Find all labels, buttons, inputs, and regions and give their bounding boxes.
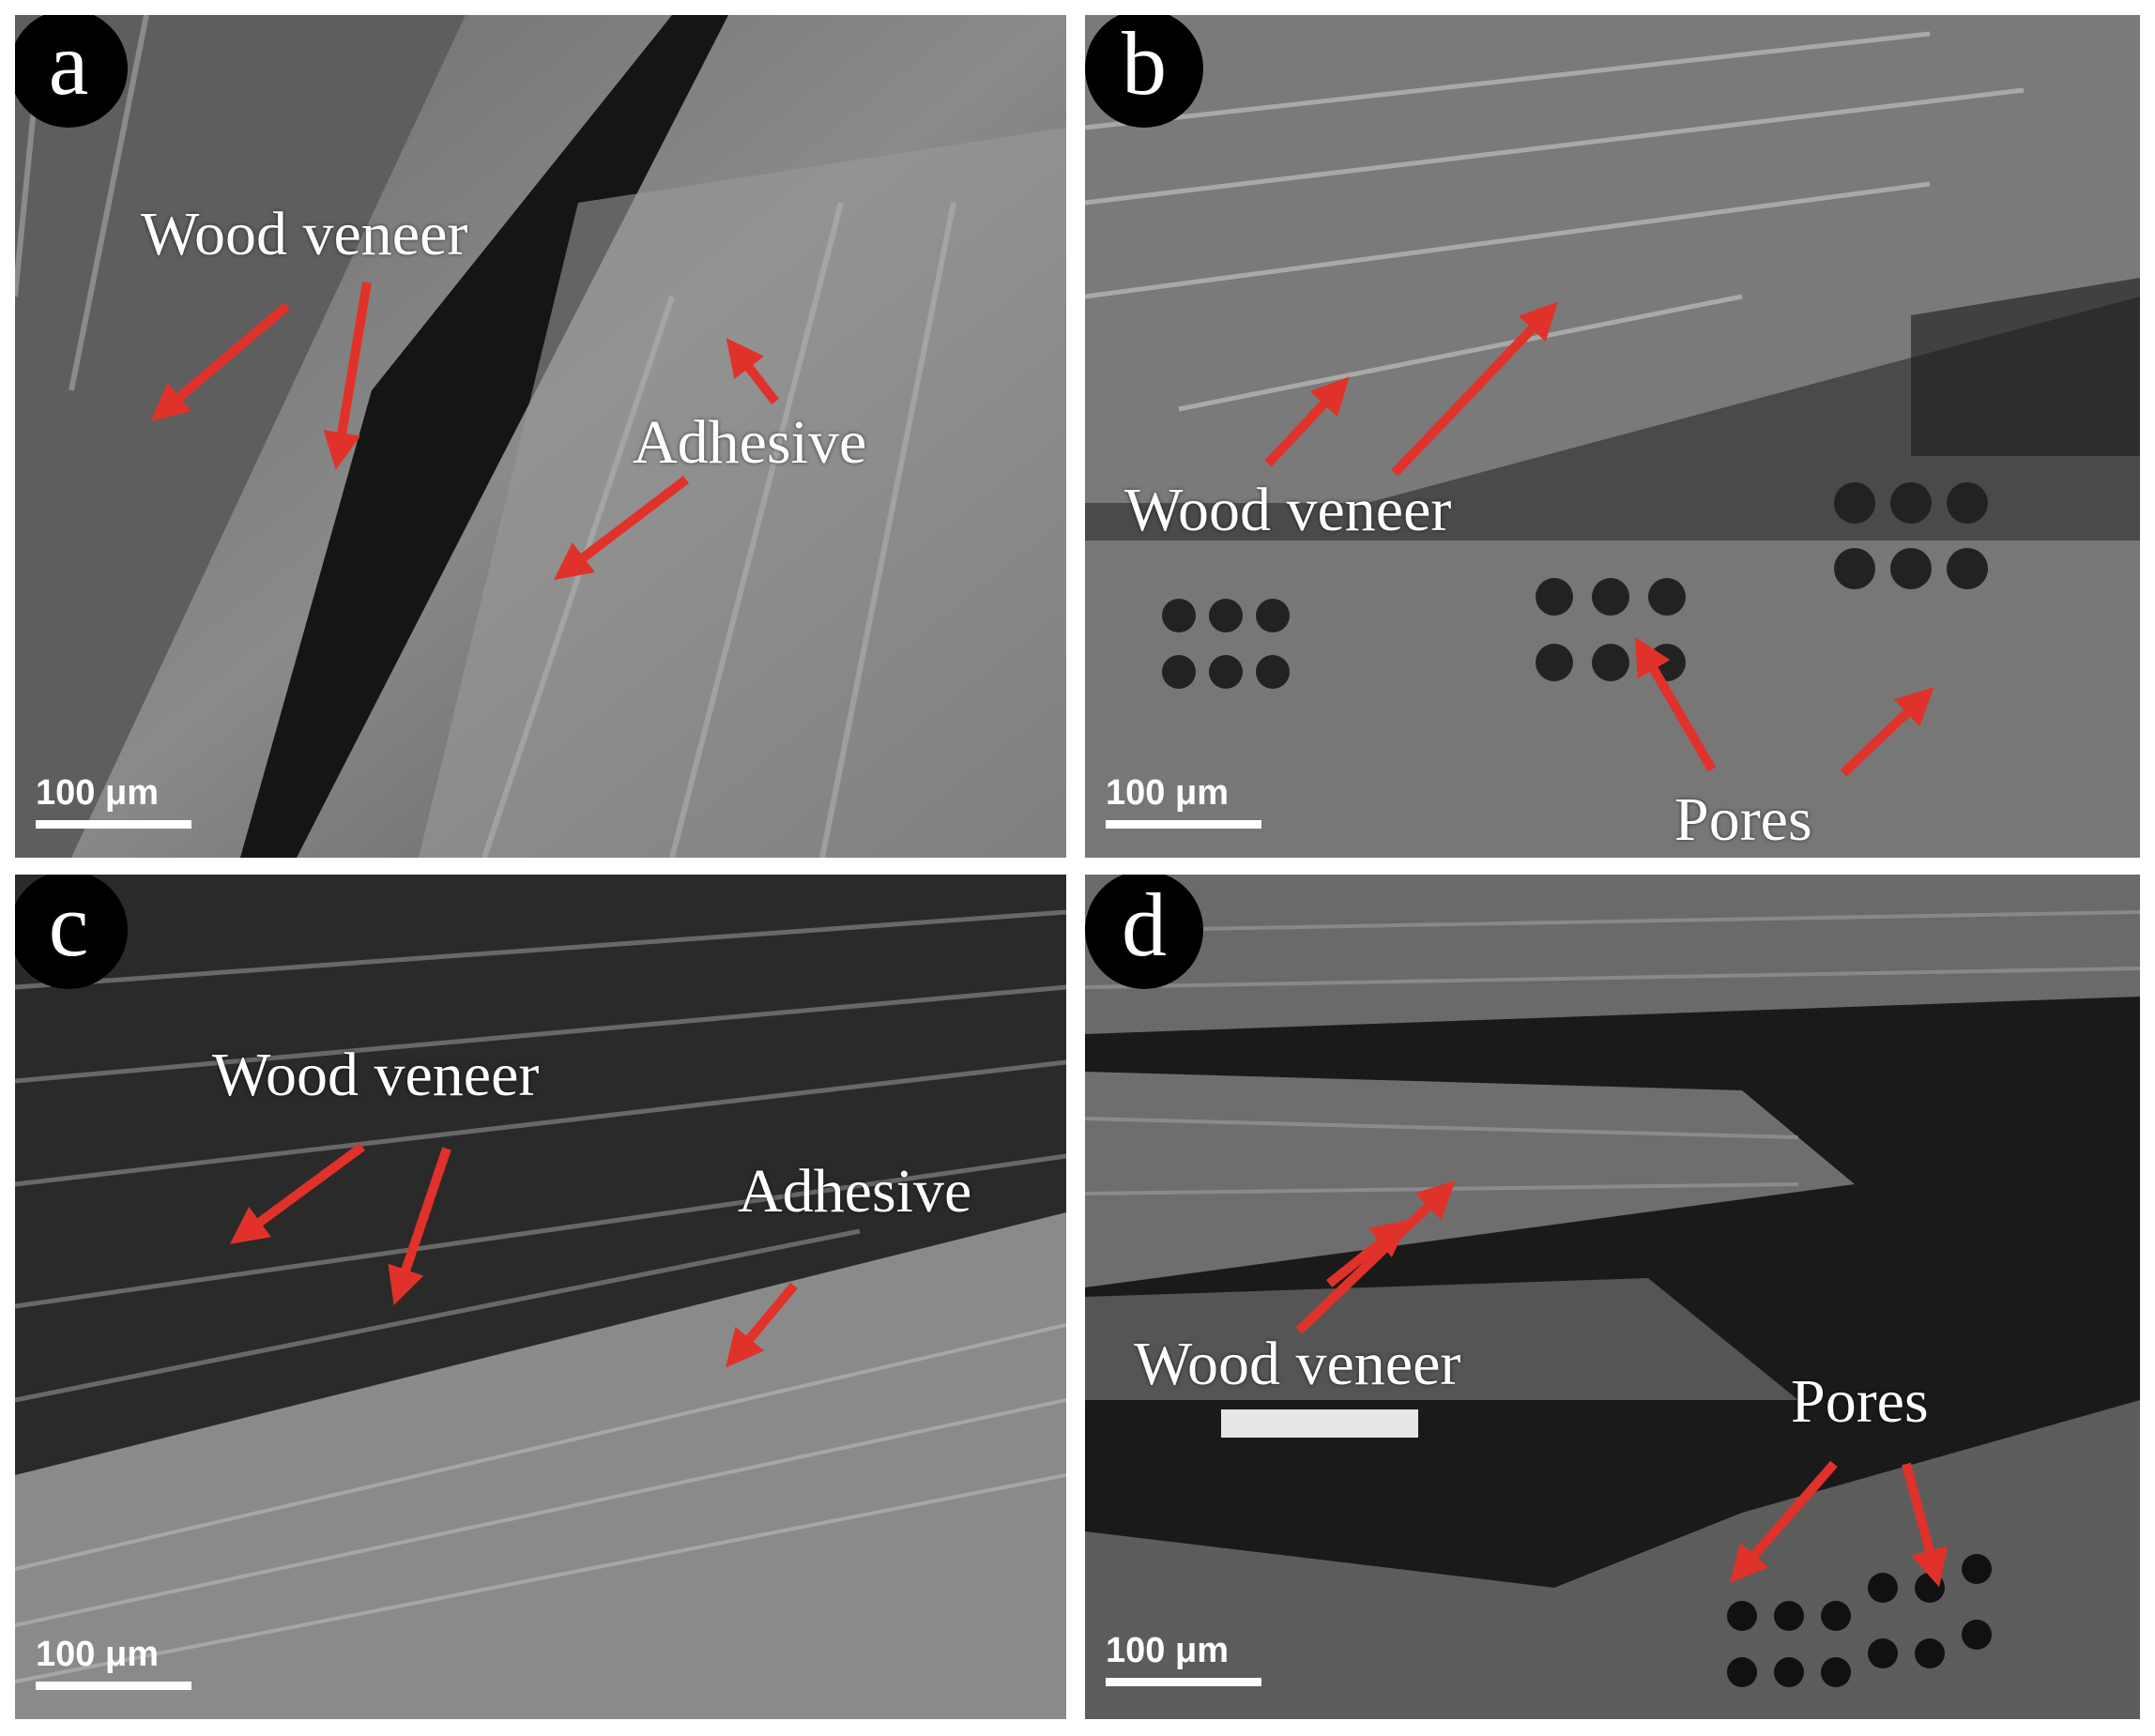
sem-image-d bbox=[1085, 875, 2140, 1719]
scale-bar-line bbox=[1106, 820, 1261, 829]
scale-bar: 100 μm bbox=[1106, 773, 1275, 831]
scale-bar-line bbox=[36, 820, 191, 829]
adhesive-label: Adhesive bbox=[738, 1157, 972, 1226]
wood-veneer-label: Wood veneer bbox=[1134, 1330, 1461, 1398]
scale-bar-label: 100 μm bbox=[1106, 773, 1229, 813]
sem-image-a bbox=[15, 15, 1066, 858]
scale-bar-label: 100 μm bbox=[36, 773, 159, 813]
sem-panel-b: b Wood veneer Pores 100 μm bbox=[1085, 15, 2140, 858]
adhesive-label: Adhesive bbox=[633, 408, 867, 477]
panel-label-a: a bbox=[15, 15, 128, 128]
scale-bar-label: 100 μm bbox=[36, 1635, 159, 1674]
scale-bar: 100 μm bbox=[1106, 1631, 1275, 1689]
scale-bar: 100 μm bbox=[36, 773, 205, 831]
scale-bar: 100 μm bbox=[36, 1635, 205, 1693]
pores-label: Pores bbox=[1674, 785, 1812, 854]
scale-bar-line bbox=[1106, 1678, 1261, 1686]
sem-image-b bbox=[1085, 15, 2140, 858]
wood-veneer-label: Wood veneer bbox=[141, 200, 468, 268]
sem-panel-d: d Wood veneer Pores 100 μm bbox=[1085, 875, 2140, 1719]
panel-label-b: b bbox=[1085, 15, 1203, 128]
pores-label: Pores bbox=[1791, 1367, 1929, 1436]
sem-image-c bbox=[15, 875, 1066, 1719]
wood-veneer-label: Wood veneer bbox=[212, 1041, 540, 1109]
wood-veneer-label: Wood veneer bbox=[1124, 476, 1452, 544]
panel-label-c: c bbox=[15, 875, 128, 989]
sem-panel-c: c Wood veneer Adhesive 100 μm bbox=[15, 875, 1066, 1719]
scale-bar-label: 100 μm bbox=[1106, 1631, 1229, 1670]
panel-label-d: d bbox=[1085, 875, 1203, 989]
scale-bar-line bbox=[36, 1682, 191, 1690]
sem-panel-a: a Wood veneer Adhesive 100 μm bbox=[15, 15, 1066, 858]
